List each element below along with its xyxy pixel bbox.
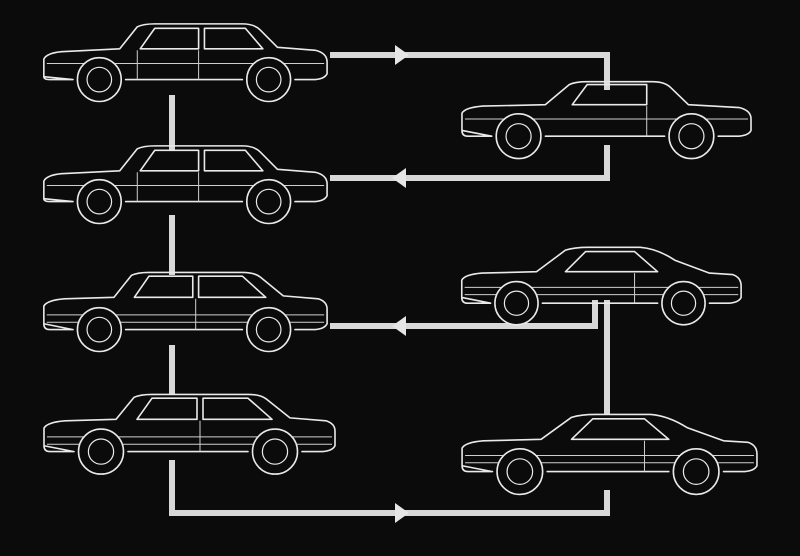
car-windows [572, 85, 647, 105]
rear-wheel [247, 58, 291, 102]
left-spine-bottom [169, 460, 410, 516]
right-link-second [330, 145, 610, 181]
wheel-hubcap [256, 189, 281, 214]
front-wheel [495, 282, 538, 325]
front-wheel [77, 308, 121, 352]
car-windows [572, 419, 669, 440]
arrow-left-third [392, 316, 406, 336]
car-illustrations [44, 24, 757, 495]
wheel-hubcap [88, 439, 113, 464]
front-wheel [77, 180, 121, 224]
right-link-bottom [404, 490, 610, 516]
rear-wheel [247, 180, 291, 224]
car-body-outline [44, 24, 327, 80]
car-sedan-2 [44, 146, 327, 224]
car-body-outline [462, 82, 751, 136]
arrow-right-bottom [395, 503, 409, 523]
car-coupe-2 [462, 247, 741, 324]
car-windows [140, 150, 263, 171]
car-body-outline [462, 247, 741, 303]
wheel-hubcap [679, 124, 704, 149]
wheel-hubcap [262, 439, 287, 464]
rear-wheel [253, 429, 298, 474]
car-body-outline [44, 272, 327, 329]
right-link-third [330, 300, 598, 329]
connectors [169, 45, 610, 523]
car-windows [134, 276, 265, 297]
car-coupe-1 [462, 82, 751, 159]
rear-wheel [662, 282, 705, 325]
front-wheel [496, 114, 541, 159]
rear-wheel [673, 449, 719, 495]
car-body-outline [44, 394, 335, 451]
car-sedan-4 [44, 394, 335, 474]
front-wheel [497, 449, 543, 495]
wheel-hubcap [507, 459, 533, 485]
wheel-hubcap [504, 291, 528, 315]
car-body-outline [44, 146, 327, 202]
wheel-hubcap [256, 67, 281, 92]
car-windows [137, 398, 272, 419]
right-link-top [330, 52, 610, 90]
rear-wheel [247, 308, 291, 352]
car-sedan-3 [44, 272, 327, 351]
wheel-hubcap [671, 291, 695, 315]
rear-wheel [669, 114, 714, 159]
front-wheel [79, 429, 124, 474]
wheel-hubcap [87, 317, 112, 342]
front-wheel [77, 58, 121, 102]
wheel-hubcap [683, 459, 709, 485]
wheel-hubcap [87, 67, 112, 92]
arrow-left-second [392, 168, 406, 188]
wheel-hubcap [87, 189, 112, 214]
wheel-hubcap [256, 317, 281, 342]
car-sedan-1 [44, 24, 327, 102]
car-coupe-3 [462, 414, 757, 494]
arrow-right-top [395, 45, 409, 65]
wheel-hubcap [506, 124, 531, 149]
car-windows [140, 28, 263, 49]
car-body-outline [462, 414, 757, 471]
car-windows [565, 252, 657, 272]
